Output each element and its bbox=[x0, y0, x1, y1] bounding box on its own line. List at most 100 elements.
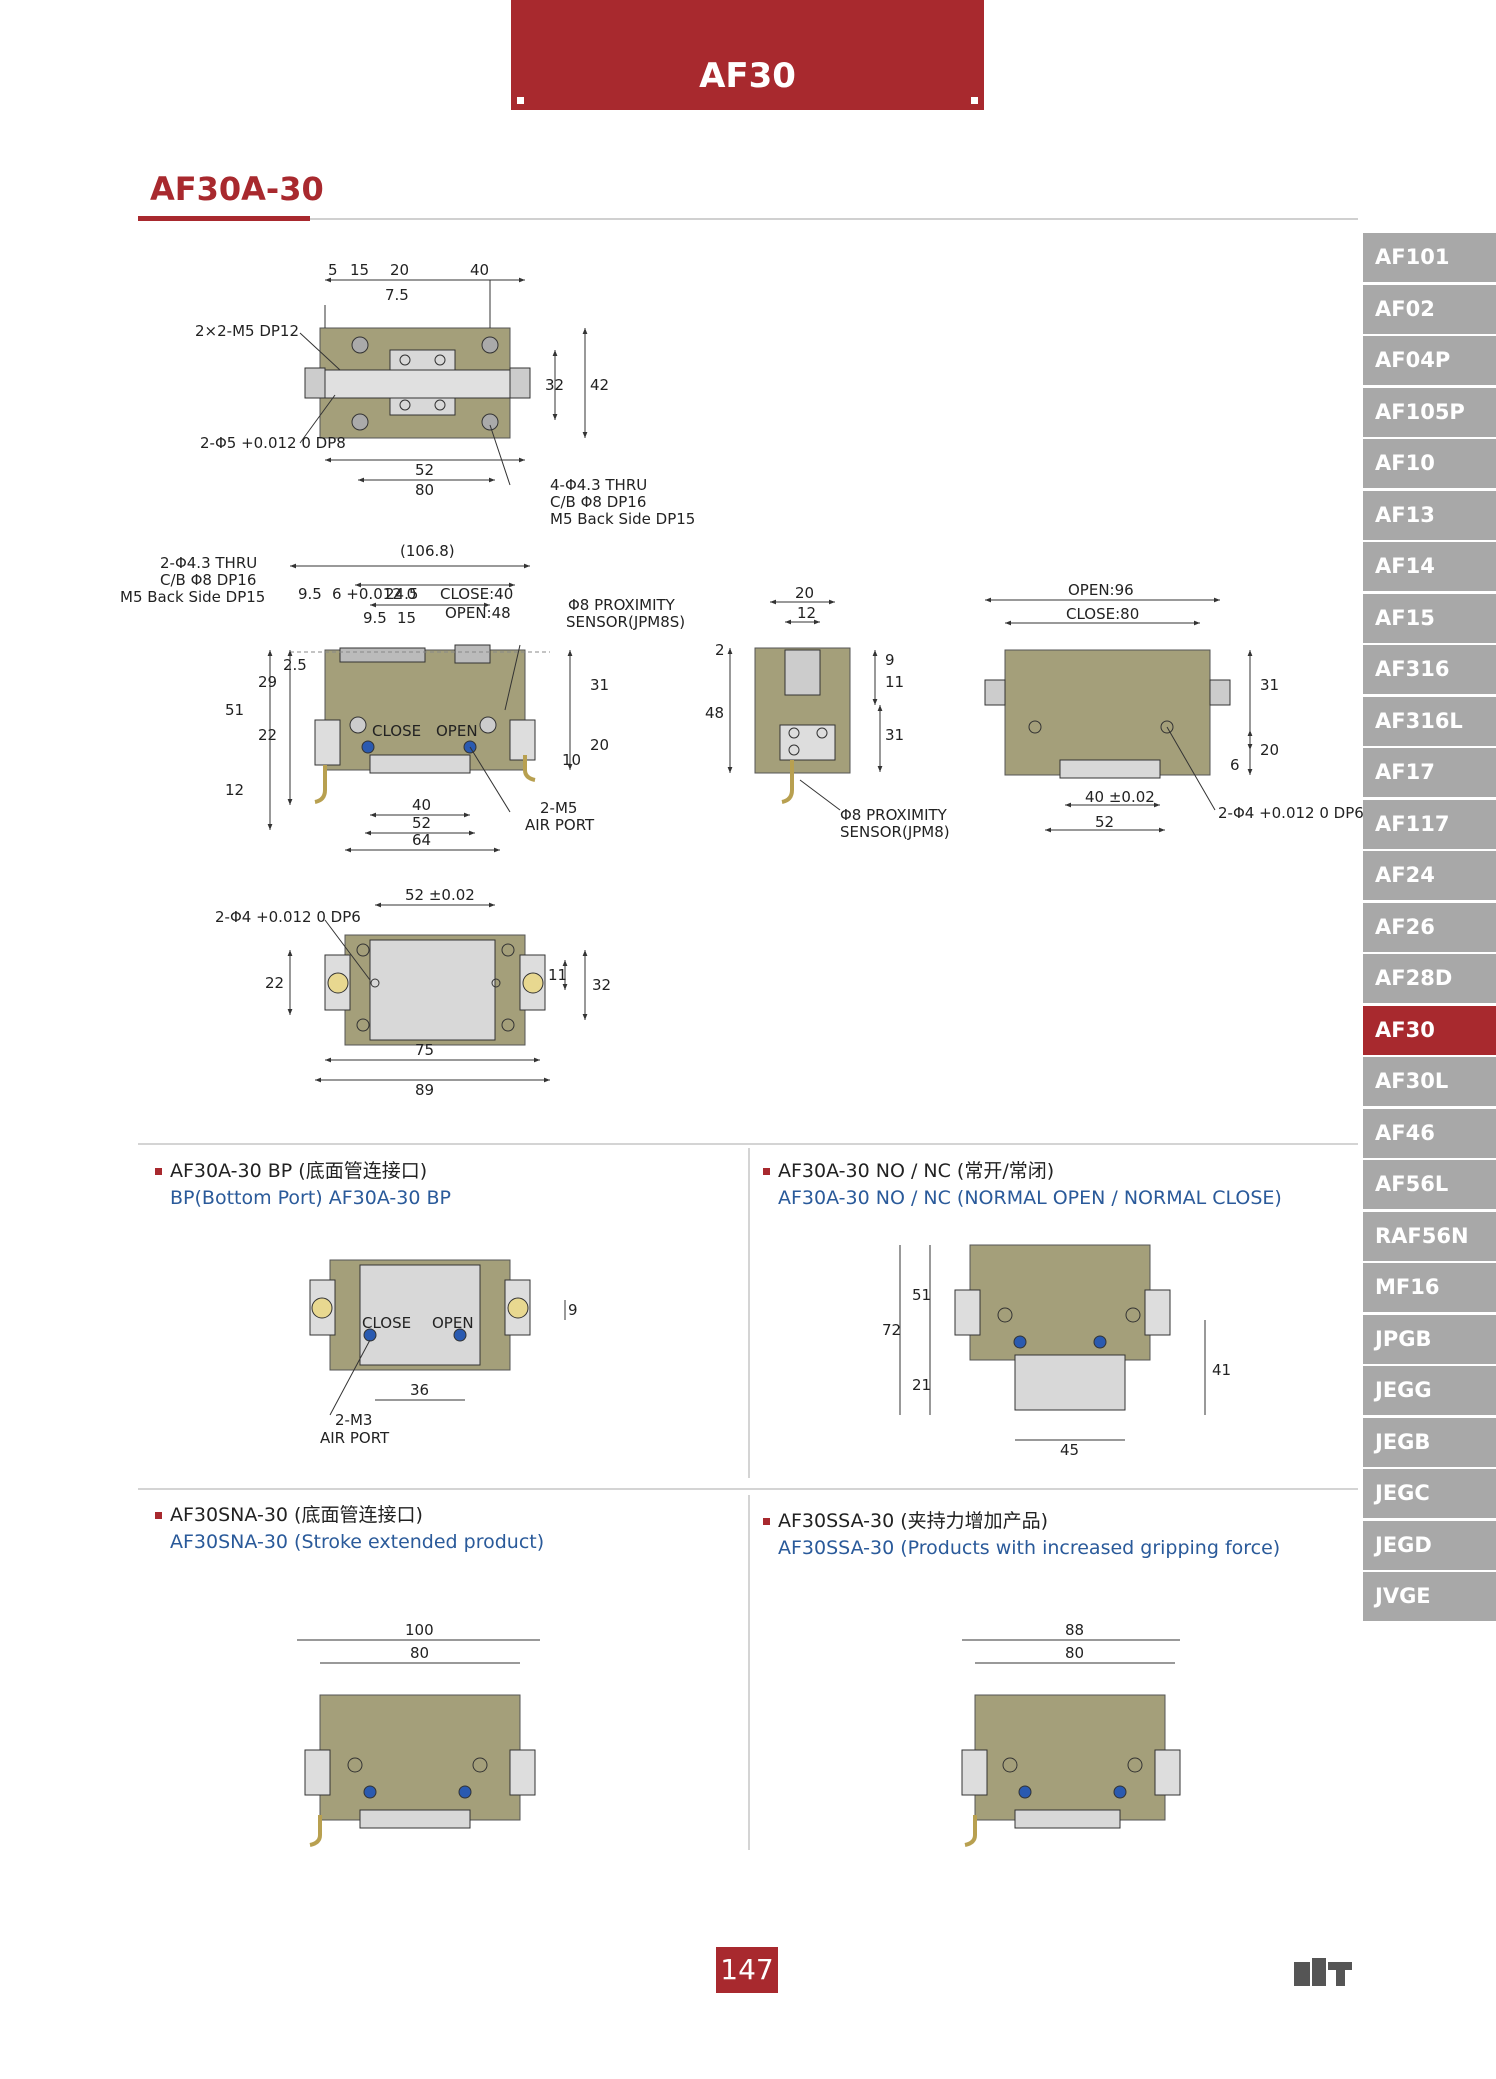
label-front-close: CLOSE bbox=[372, 722, 421, 740]
dim-rear-31: 31 bbox=[1260, 676, 1279, 694]
ssa-dim-88: 88 bbox=[1065, 1621, 1084, 1639]
page-number: 147 bbox=[716, 1947, 778, 1993]
ssa-drawing: 88 80 bbox=[961, 1621, 1181, 1847]
dim-front-15: 15 bbox=[397, 609, 416, 627]
nonc-72: 72 bbox=[882, 1321, 901, 1339]
dim-rear-40: 40 ±0.02 bbox=[1085, 788, 1155, 806]
nonc-45: 45 bbox=[1060, 1441, 1079, 1459]
section-sna-title-zh: AF30SNA-30 (底面管连接口) bbox=[155, 1500, 544, 1527]
header-title: AF30 bbox=[699, 56, 796, 96]
nav-item-af46[interactable]: AF46 bbox=[1363, 1108, 1496, 1158]
bottom-view-drawing bbox=[287, 902, 588, 1083]
dim-front-24-5: 24.5 bbox=[385, 585, 418, 603]
note-top-phi5: 2-Φ5 +0.012 0 DP8 bbox=[200, 434, 346, 452]
brand-logo bbox=[1294, 1958, 1352, 1986]
nav-item-jegc[interactable]: JEGC bbox=[1363, 1469, 1496, 1518]
nav-item-af30l[interactable]: AF30L bbox=[1363, 1057, 1496, 1106]
nav-item-af101[interactable]: AF101 bbox=[1363, 233, 1496, 282]
nav-item-af10[interactable]: AF10 bbox=[1363, 439, 1496, 488]
dim-front-40: 40 bbox=[412, 796, 431, 814]
nav-item-af15[interactable]: AF15 bbox=[1363, 593, 1496, 643]
bp-close: CLOSE bbox=[362, 1314, 411, 1332]
dim-bottom-89: 89 bbox=[415, 1081, 434, 1099]
nav-item-jvge[interactable]: JVGE bbox=[1363, 1572, 1496, 1621]
nav-item-mf16[interactable]: MF16 bbox=[1363, 1263, 1496, 1312]
section-sna-title-en: AF30SNA-30 (Stroke extended product) bbox=[170, 1531, 545, 1553]
nav-item-jegd[interactable]: JEGD bbox=[1363, 1520, 1496, 1570]
dim-side-20: 20 bbox=[795, 584, 814, 602]
top-view-drawing bbox=[299, 277, 588, 486]
note-front-back: M5 Back Side DP15 bbox=[120, 588, 265, 606]
dim-front-106-8: (106.8) bbox=[400, 542, 455, 560]
section-divider-v1 bbox=[748, 1148, 750, 1478]
section-bp-title-zh: AF30A-30 BP (底面管连接口) bbox=[155, 1156, 451, 1183]
dim-side-11: 11 bbox=[885, 673, 904, 691]
dim-side-31: 31 bbox=[885, 726, 904, 744]
dim-rear-52: 52 bbox=[1095, 813, 1114, 831]
note-front-thru: 2-Φ4.3 THRU bbox=[160, 554, 257, 572]
nonc-51: 51 bbox=[912, 1286, 931, 1304]
dim-front-64: 64 bbox=[412, 831, 431, 849]
section-ssa: AF30SSA-30 (夹持力增加产品) AF30SSA-30 (Product… bbox=[763, 1506, 1280, 1559]
dim-top-7-5: 7.5 bbox=[385, 286, 409, 304]
nav-item-jegb[interactable]: JEGB bbox=[1363, 1417, 1496, 1467]
model-title-rule bbox=[310, 218, 1358, 220]
header-dot-left bbox=[517, 97, 524, 104]
nav-item-af24[interactable]: AF24 bbox=[1363, 851, 1496, 900]
nav-item-af316l[interactable]: AF316L bbox=[1363, 696, 1496, 746]
nav-item-af28d[interactable]: AF28D bbox=[1363, 954, 1496, 1003]
nav-item-af26[interactable]: AF26 bbox=[1363, 902, 1496, 952]
note-front-sensor-model: SENSOR(JPM8S) bbox=[566, 613, 685, 631]
section-nonc-title-en: AF30A-30 NO / NC (NORMAL OPEN / NORMAL C… bbox=[778, 1187, 1282, 1209]
dim-rear-open: OPEN:96 bbox=[1068, 581, 1134, 599]
bp-airport: AIR PORT bbox=[320, 1429, 390, 1447]
nav-item-af56l[interactable]: AF56L bbox=[1363, 1160, 1496, 1209]
nav-item-af14[interactable]: AF14 bbox=[1363, 542, 1496, 591]
section-divider-v2 bbox=[748, 1495, 750, 1850]
sna-dim-100: 100 bbox=[405, 1621, 434, 1639]
nav-item-jpgb[interactable]: JPGB bbox=[1363, 1314, 1496, 1364]
note-bottom-phi4: 2-Φ4 +0.012 0 DP6 bbox=[215, 908, 361, 926]
note-front-cb: C/B Φ8 DP16 bbox=[160, 571, 256, 589]
dim-side-12: 12 bbox=[797, 604, 816, 622]
dim-front-9-5b: 9.5 bbox=[363, 609, 387, 627]
nav-item-af30[interactable]: AF30 bbox=[1363, 1005, 1496, 1055]
sna-dim-80: 80 bbox=[410, 1644, 429, 1662]
bp-dim-9: 9 bbox=[568, 1301, 578, 1319]
header-tab: AF30 bbox=[511, 0, 984, 110]
technical-drawings: 5 15 20 40 7.5 32 42 52 80 2×2-M5 DP12 2… bbox=[120, 261, 1364, 1099]
dim-front-31: 31 bbox=[590, 676, 609, 694]
dim-front-29: 29 bbox=[258, 673, 277, 691]
header-dot-right bbox=[971, 97, 978, 104]
nav-item-raf56n[interactable]: RAF56N bbox=[1363, 1211, 1496, 1261]
section-ssa-title-en: AF30SSA-30 (Products with increased grip… bbox=[778, 1537, 1281, 1559]
nav-item-af04p[interactable]: AF04P bbox=[1363, 336, 1496, 385]
dim-front-close: CLOSE:40 bbox=[440, 585, 513, 603]
section-ssa-title-zh: AF30SSA-30 (夹持力增加产品) bbox=[763, 1506, 1280, 1533]
nav-item-af02[interactable]: AF02 bbox=[1363, 284, 1496, 334]
rear-view-drawing bbox=[984, 597, 1253, 833]
dim-front-51: 51 bbox=[225, 701, 244, 719]
nav-item-jegg[interactable]: JEGG bbox=[1363, 1366, 1496, 1415]
note-top-cb: C/B Φ8 DP16 bbox=[550, 493, 646, 511]
dim-rear-close: CLOSE:80 bbox=[1066, 605, 1139, 623]
front-view-drawing bbox=[267, 563, 573, 853]
section-nonc-title-zh: AF30A-30 NO / NC (常开/常闭) bbox=[763, 1156, 1282, 1183]
nav-item-af13[interactable]: AF13 bbox=[1363, 490, 1496, 540]
bp-open: OPEN bbox=[432, 1314, 474, 1332]
dim-top-52: 52 bbox=[415, 461, 434, 479]
nav-item-af105p[interactable]: AF105P bbox=[1363, 387, 1496, 437]
dim-front-52: 52 bbox=[412, 814, 431, 832]
nav-item-af316[interactable]: AF316 bbox=[1363, 645, 1496, 694]
bp-drawing: CLOSE OPEN 9 36 2-M3 AIR PORT bbox=[309, 1259, 578, 1447]
nav-item-af117[interactable]: AF117 bbox=[1363, 799, 1496, 849]
note-side-sensor: Φ8 PROXIMITY bbox=[840, 806, 948, 824]
dim-front-open: OPEN:48 bbox=[445, 604, 511, 622]
section-divider-2 bbox=[138, 1488, 1358, 1490]
dim-rear-6: 6 bbox=[1230, 756, 1240, 774]
nonc-drawing: 72 51 21 41 45 bbox=[882, 1244, 1231, 1459]
side-view-drawing bbox=[727, 599, 883, 811]
nav-item-af17[interactable]: AF17 bbox=[1363, 748, 1496, 797]
